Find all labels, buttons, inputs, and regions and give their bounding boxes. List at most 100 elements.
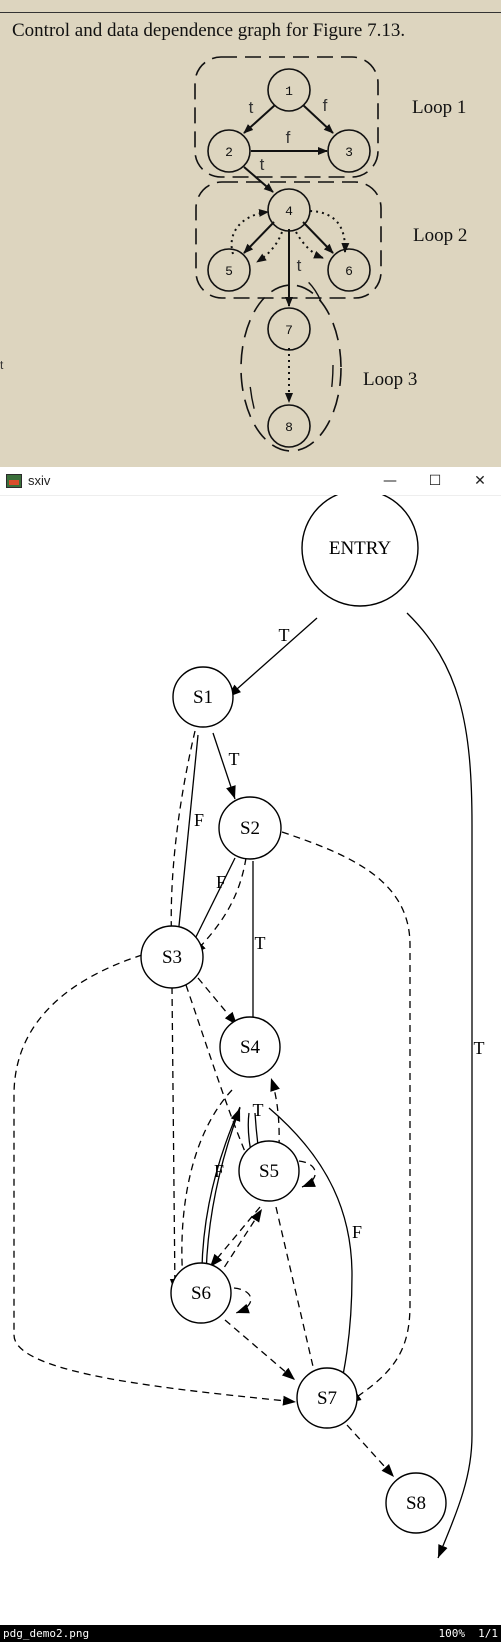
fig-node-label-4: 4 xyxy=(285,204,293,219)
dep-s5-s7 xyxy=(275,1206,320,1389)
node-s6 xyxy=(170,1262,232,1324)
fig-node-3 xyxy=(327,129,371,173)
node-label-s4: S4 xyxy=(240,1037,261,1058)
node-s8 xyxy=(385,1472,447,1534)
dep-s6-s7 xyxy=(224,1319,296,1381)
fig-edge-1-3 xyxy=(302,104,334,134)
figure-graph: 1 2 3 4 5 6 7 8 t f f t t Loop 1 Loop 2 … xyxy=(194,56,467,457)
node-s1 xyxy=(172,666,234,728)
status-page: 1/1 xyxy=(478,1627,498,1640)
edge-label-s2-s3: F xyxy=(216,872,226,892)
node-s5 xyxy=(238,1140,300,1202)
fig-dep-4-5-inner xyxy=(256,231,283,263)
fig-node-4 xyxy=(267,188,311,232)
node-s4 xyxy=(219,1016,281,1078)
top-rule xyxy=(0,12,501,13)
fig-node-label-8: 8 xyxy=(285,420,293,435)
edge-s1-s3 xyxy=(173,734,199,947)
dep-s3-s4 xyxy=(197,977,238,1026)
left-edge-mark: t xyxy=(0,358,4,372)
node-label-s1: S1 xyxy=(193,687,213,708)
loop1-label: Loop 1 xyxy=(412,97,466,118)
status-zoom: 100% xyxy=(438,1627,466,1640)
loop3-inner-outline xyxy=(248,273,334,457)
figure-caption: Control and data dependence graph for Fi… xyxy=(12,20,406,41)
dep-s6-s5 xyxy=(217,1208,263,1278)
app-icon xyxy=(6,474,22,488)
fig-node-label-7: 7 xyxy=(285,323,293,338)
dep-s3-s7 xyxy=(13,954,297,1406)
edge-label-entry-s1: T xyxy=(279,625,290,645)
loop1-outline xyxy=(194,56,379,178)
loop2-label: Loop 2 xyxy=(413,225,467,246)
fig-edge-label-2-4: t xyxy=(260,155,265,174)
edge-entry-s1 xyxy=(227,617,318,698)
fig-node-2 xyxy=(207,129,251,173)
status-filename: pdg_demo2.png xyxy=(3,1627,90,1640)
fig-edge-label-1-3: f xyxy=(323,96,328,115)
fig-edge-1-2 xyxy=(243,104,276,134)
dep-s4-s6 xyxy=(177,1089,233,1293)
node-label-s6: S6 xyxy=(191,1283,211,1304)
minimize-button[interactable]: — xyxy=(383,473,397,489)
window-title: sxiv xyxy=(28,473,51,488)
node-label-s2: S2 xyxy=(240,818,260,839)
loop3-outline xyxy=(240,284,342,452)
dep-s1-s3 xyxy=(166,730,196,948)
close-button[interactable]: ✕ xyxy=(474,473,486,489)
fig-node-7 xyxy=(267,307,311,351)
status-bar: pdg_demo2.png 100% 1/1 xyxy=(0,1625,501,1642)
fig-node-label-5: 5 xyxy=(225,264,233,279)
node-s3 xyxy=(140,925,204,989)
fig-dep-4-6 xyxy=(309,210,350,253)
edge-entry-s8 xyxy=(406,612,473,1559)
dep-s6-self xyxy=(233,1287,252,1314)
edge-label-s1-s2: T xyxy=(229,749,240,769)
edge-label-entry-s8: T xyxy=(474,1038,485,1058)
dep-s2-s7 xyxy=(281,831,411,1404)
figure-panel: Control and data dependence graph for Fi… xyxy=(0,0,501,467)
node-label-s5: S5 xyxy=(259,1161,279,1182)
edge-label-s4-s6: F xyxy=(214,1161,224,1181)
fig-edge-4-5 xyxy=(243,221,275,254)
fig-edge-label-2-3: f xyxy=(286,128,291,147)
maximize-button[interactable]: ☐ xyxy=(428,473,442,489)
fig-node-label-6: 6 xyxy=(345,264,353,279)
fig-edge-4-6 xyxy=(302,221,334,254)
node-entry xyxy=(301,495,419,607)
fig-edge-2-4 xyxy=(243,166,274,193)
fig-node-5 xyxy=(207,248,251,292)
dep-s2-s3 xyxy=(192,857,247,955)
fig-edge-label-1-2: t xyxy=(249,98,254,117)
dep-s7-s8 xyxy=(346,1424,395,1478)
fig-dep-5-4 xyxy=(230,208,269,255)
node-label-s8: S8 xyxy=(406,1493,426,1514)
edge-label-s4-s5: T xyxy=(253,1100,264,1120)
edge-label-s1-s3: F xyxy=(194,810,204,830)
dep-s3-s6 xyxy=(169,986,180,1293)
dep-s5-s4 xyxy=(270,1077,280,1148)
edge-label-s2-s4: T xyxy=(255,933,266,953)
loop3-label: Loop 3 xyxy=(363,369,417,390)
node-label-s3: S3 xyxy=(162,947,182,968)
fig-edge-label-4-7: t xyxy=(297,256,302,275)
edge-s2-s3 xyxy=(188,857,236,952)
node-label-entry: ENTRY xyxy=(329,538,392,559)
window-titlebar: sxiv — ☐ ✕ xyxy=(0,467,501,496)
edge-label-s4-s7: F xyxy=(352,1222,362,1242)
pdg-image: ENTRY S1 S2 S3 S4 S5 S6 S7 S8 T T F F T … xyxy=(13,495,485,1559)
edge-s1-s2 xyxy=(212,732,236,800)
edge-s4-s7 xyxy=(268,1107,353,1412)
fig-node-6 xyxy=(327,248,371,292)
dep-s5-s6 xyxy=(209,1206,261,1268)
fig-node-8 xyxy=(267,404,311,448)
fig-node-1 xyxy=(267,68,311,112)
fig-node-label-1: 1 xyxy=(285,84,293,99)
fig-node-label-3: 3 xyxy=(345,145,353,160)
node-s7 xyxy=(296,1367,358,1429)
node-s2 xyxy=(218,796,282,860)
node-label-s7: S7 xyxy=(317,1388,337,1409)
fig-node-label-2: 2 xyxy=(225,145,233,160)
fig-dep-4-6-inner xyxy=(295,231,324,259)
dep-s5-self xyxy=(298,1160,316,1188)
